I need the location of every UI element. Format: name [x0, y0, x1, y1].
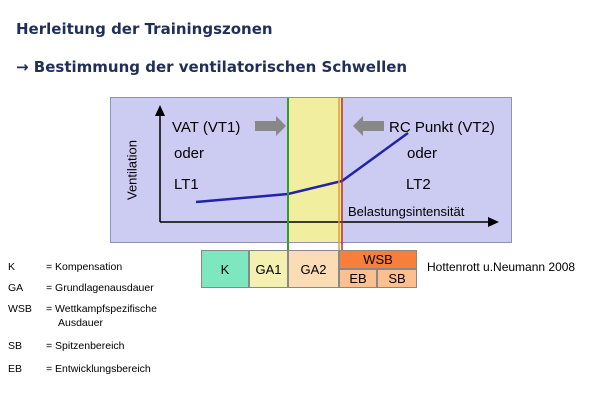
legend-abbr: K	[8, 261, 16, 273]
legend-definition: = Wettkampfspezifische	[46, 303, 157, 315]
zone-ga1: GA1	[249, 250, 288, 288]
legend-definition: = Spitzenbereich	[46, 340, 125, 352]
zone-ga2: GA2	[288, 250, 339, 288]
zone-wsb: WSB	[339, 250, 417, 269]
y-axis-label: Ventilation	[124, 140, 140, 200]
page-title: Herleitung der Trainingszonen	[16, 20, 273, 38]
legend-abbr: EB	[8, 363, 23, 375]
lt2-label: LT2	[406, 176, 431, 193]
legend-definition: = Entwicklungsbereich	[46, 363, 151, 375]
x-axis-label: Belastungsintensität	[348, 204, 465, 219]
legend-abbr: SB	[8, 340, 23, 352]
legend-abbr: GA	[8, 282, 24, 294]
citation: Hottenrott u.Neumann 2008	[427, 260, 576, 274]
legend-definition: = Grundlagenausdauer	[46, 282, 154, 294]
page-subtitle: → Bestimmung der ventilatorischen Schwel…	[16, 58, 408, 76]
lt1-label: LT1	[174, 176, 199, 193]
legend-definition-continued: Ausdauer	[58, 317, 103, 329]
vt2-label: RC Punkt (VT2)	[389, 119, 495, 136]
vt2-or-label: oder	[407, 145, 438, 162]
legend-definition: = Kompensation	[46, 261, 123, 273]
vt1-label: VAT (VT1)	[172, 119, 241, 136]
zone-eb: EB	[339, 269, 377, 288]
zone-k: K	[201, 250, 249, 288]
vt1-or-label: oder	[174, 145, 205, 162]
legend-abbr: WSB	[8, 303, 32, 315]
zone-sb: SB	[377, 269, 417, 288]
